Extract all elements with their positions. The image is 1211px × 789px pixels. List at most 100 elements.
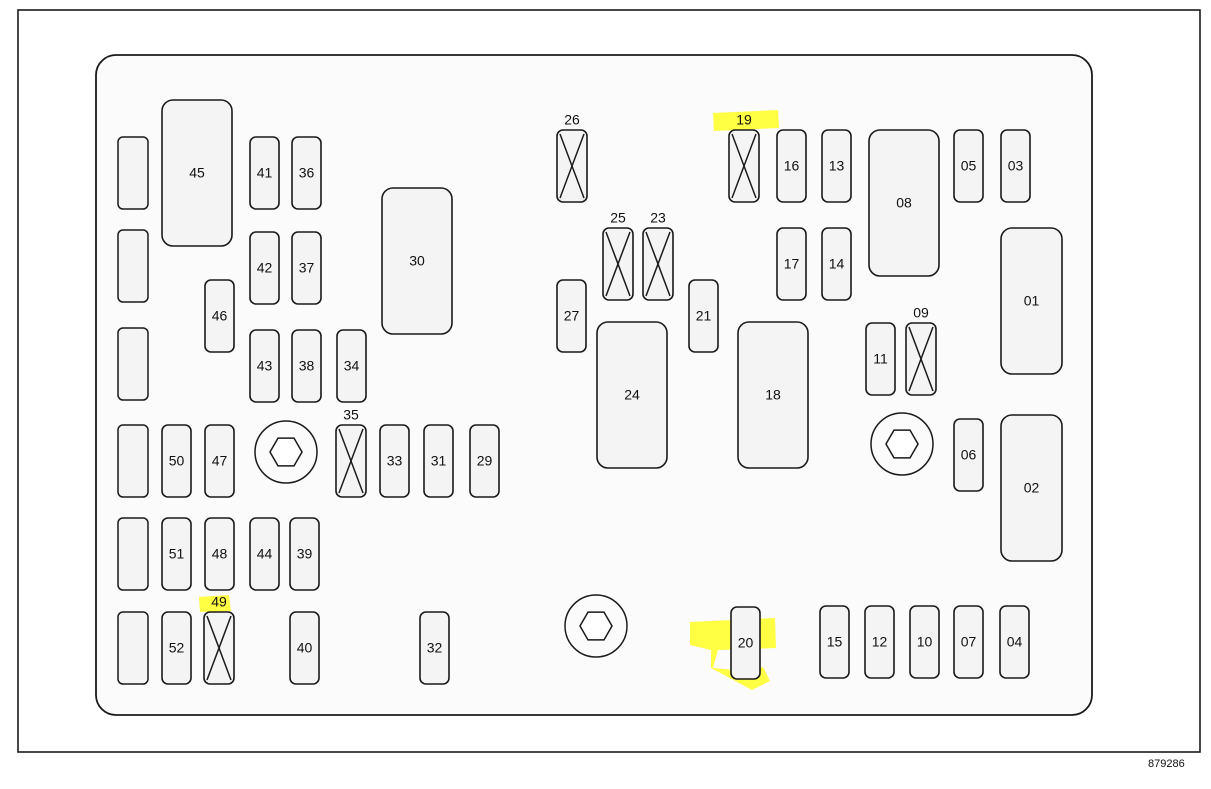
fuse-outline [865, 322, 896, 396]
fuse-label: 51 [169, 546, 185, 562]
fuse-20: 20 [730, 606, 761, 680]
fuse-label: 39 [297, 546, 313, 562]
fuse-outline [730, 606, 761, 680]
reference-number: 879286 [1148, 758, 1185, 770]
fuse-label: 03 [1008, 158, 1024, 174]
fuse-label: 17 [784, 256, 800, 272]
fuse-label: 21 [696, 308, 712, 324]
fuse-33: 33 [379, 424, 410, 498]
fuse-outline [249, 136, 280, 210]
fuse-outline [821, 227, 852, 301]
fuse-18: 18 [737, 321, 809, 469]
fuse-label: 24 [624, 387, 640, 403]
fuse-04: 04 [999, 605, 1030, 679]
fuse-outline [821, 129, 852, 203]
fuse-24: 24 [596, 321, 668, 469]
fuse-36: 36 [291, 136, 322, 210]
fuse-outline [249, 517, 280, 591]
fuse-label: 16 [784, 158, 800, 174]
fuse-label: 37 [299, 260, 315, 276]
fuse-outline [737, 321, 809, 469]
fuse-21: 21 [688, 279, 719, 353]
fuse-39: 39 [289, 517, 320, 591]
fuse-01: 01 [1000, 227, 1063, 375]
fuse-label: 11 [873, 351, 888, 367]
fuse-31: 31 [423, 424, 454, 498]
mounting-bolt-icon [254, 420, 318, 484]
fuse-outline [596, 321, 668, 469]
fuse-40: 40 [289, 611, 320, 685]
fuse-label: 48 [212, 546, 228, 562]
fuse-48: 48 [204, 517, 235, 591]
fuse-label: 30 [409, 253, 425, 269]
fuse-outline [1000, 129, 1031, 203]
fuse-label: 10 [917, 634, 933, 650]
fuse-label: 33 [387, 453, 403, 469]
fuse-47: 47 [204, 424, 235, 498]
fuse-05: 05 [953, 129, 984, 203]
spare-slot [117, 229, 149, 303]
fuse-outline [999, 605, 1030, 679]
fuse-label: 14 [829, 256, 845, 272]
fuse-block-housing [95, 54, 1093, 716]
fuse-outline [379, 424, 410, 498]
fuse-label: 26 [564, 112, 580, 128]
spare-slot [117, 611, 149, 685]
fuse-label: 42 [257, 260, 273, 276]
fuse-label: 19 [736, 112, 752, 128]
fuse-outline [953, 129, 984, 203]
fuse-label: 32 [427, 640, 443, 656]
fuse-outline [556, 279, 587, 353]
fuse-outline [204, 424, 235, 498]
fuse-outline [868, 129, 940, 277]
fuse-label: 25 [610, 210, 626, 226]
fuse-label: 44 [257, 546, 273, 562]
fuse-outline [204, 517, 235, 591]
fuse-label: 05 [961, 158, 977, 174]
cross-line [731, 133, 757, 199]
fuse-label: 27 [564, 308, 580, 324]
fuse-label: 38 [299, 358, 315, 374]
fuse-26: 26 [556, 112, 588, 203]
fuse-15: 15 [819, 605, 850, 679]
fuse-outline [864, 605, 895, 679]
fuse-outline [291, 231, 322, 305]
fuse-label: 31 [431, 453, 447, 469]
fuse-label: 47 [212, 453, 228, 469]
bolt-hex [269, 437, 303, 467]
fuse-outline [776, 129, 807, 203]
fuse-label: 02 [1024, 480, 1040, 496]
fuse-35: 35 [335, 407, 367, 498]
spare-slot [117, 424, 149, 498]
fuse-16: 16 [776, 129, 807, 203]
fuse-outline [909, 605, 940, 679]
fuse-25: 25 [602, 210, 634, 301]
fuse-51: 51 [161, 517, 192, 591]
fuse-label: 15 [827, 634, 843, 650]
fuse-42: 42 [249, 231, 280, 305]
fuse-outline [249, 231, 280, 305]
spare-slot [117, 327, 149, 401]
fuse-outline [1000, 227, 1063, 375]
fuse-label: 52 [169, 640, 185, 656]
fuse-29: 29 [469, 424, 500, 498]
fuse-09: 09 [905, 305, 937, 396]
fuse-37: 37 [291, 231, 322, 305]
cross-line [908, 326, 934, 392]
fuse-08: 08 [868, 129, 940, 277]
fuse-41: 41 [249, 136, 280, 210]
fuse-27: 27 [556, 279, 587, 353]
fuse-19: 19 [728, 112, 760, 203]
fuse-50: 50 [161, 424, 192, 498]
fuse-label: 49 [211, 594, 227, 610]
fuse-outline [289, 611, 320, 685]
fuse-outline [776, 227, 807, 301]
fuse-label: 06 [961, 447, 977, 463]
fuse-label: 07 [961, 634, 977, 650]
fuse-outline [469, 424, 500, 498]
fuse-02: 02 [1000, 414, 1063, 562]
fuse-label: 35 [343, 407, 359, 423]
fuse-52: 52 [161, 611, 192, 685]
